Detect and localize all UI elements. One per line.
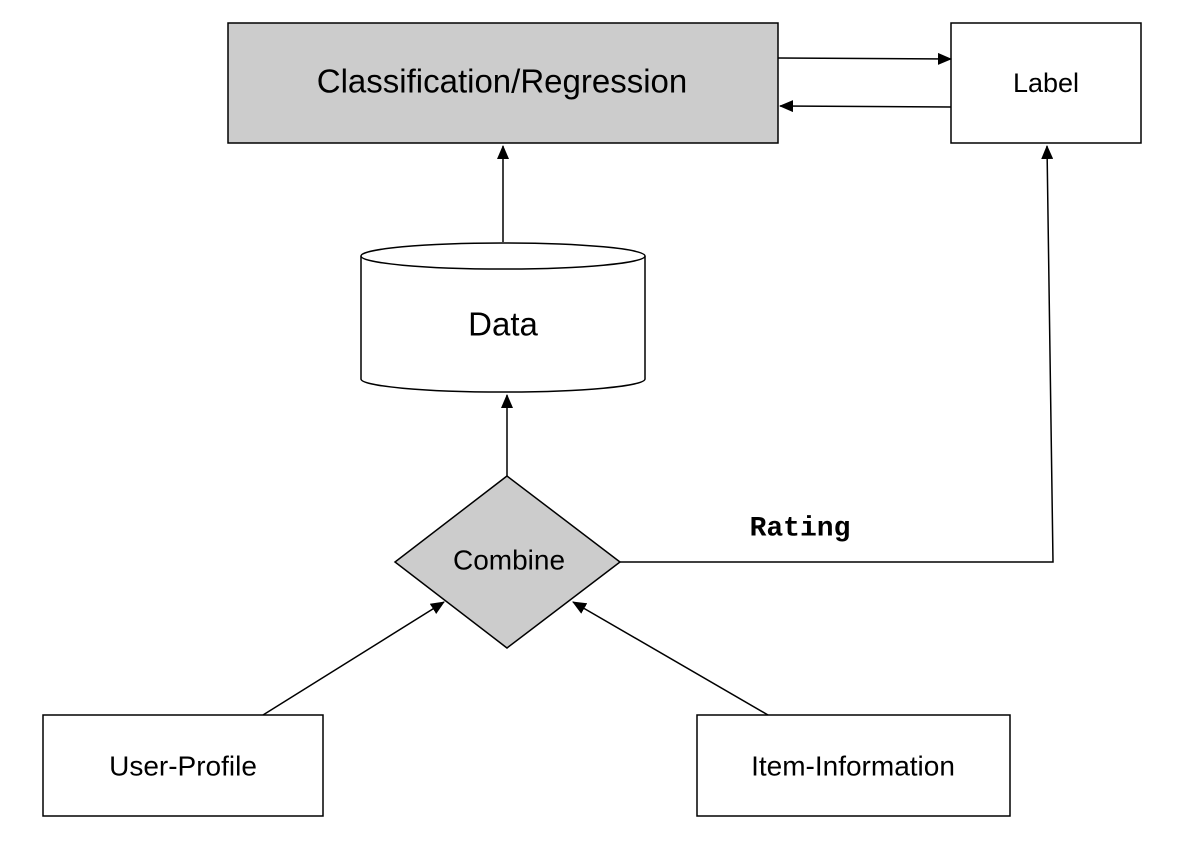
user-profile-node: User-Profile xyxy=(42,714,324,817)
edge-classification-to-label xyxy=(777,52,952,65)
rating-edge-label: Rating xyxy=(750,513,851,544)
data-cylinder-top xyxy=(360,242,646,270)
label-node: Label xyxy=(950,22,1142,144)
item-information-node: Item-Information xyxy=(696,714,1011,817)
edge-item-information-to-combine xyxy=(572,601,769,716)
user-profile-label: User-Profile xyxy=(109,750,257,781)
label-node-label: Label xyxy=(1013,68,1079,98)
classification-regression-node: Classification/Regression xyxy=(227,22,779,144)
edge-user-profile-to-combine xyxy=(262,601,445,716)
combine-diamond xyxy=(393,475,622,649)
user-profile-box xyxy=(42,714,324,817)
classification-regression-label: Classification/Regression xyxy=(317,63,688,100)
combine-node-label: Combine xyxy=(453,544,565,575)
edge-combine-to-label xyxy=(620,145,1054,563)
label-box xyxy=(950,22,1142,144)
data-cylinder-body xyxy=(360,256,646,393)
data-node: Data xyxy=(360,242,646,393)
item-information-label: Item-Information xyxy=(751,750,955,781)
item-information-box xyxy=(696,714,1011,817)
combine-node: Combine xyxy=(393,475,622,649)
edge-label-to-classification xyxy=(779,100,952,113)
data-node-label: Data xyxy=(468,306,538,343)
classification-regression-box xyxy=(227,22,779,144)
